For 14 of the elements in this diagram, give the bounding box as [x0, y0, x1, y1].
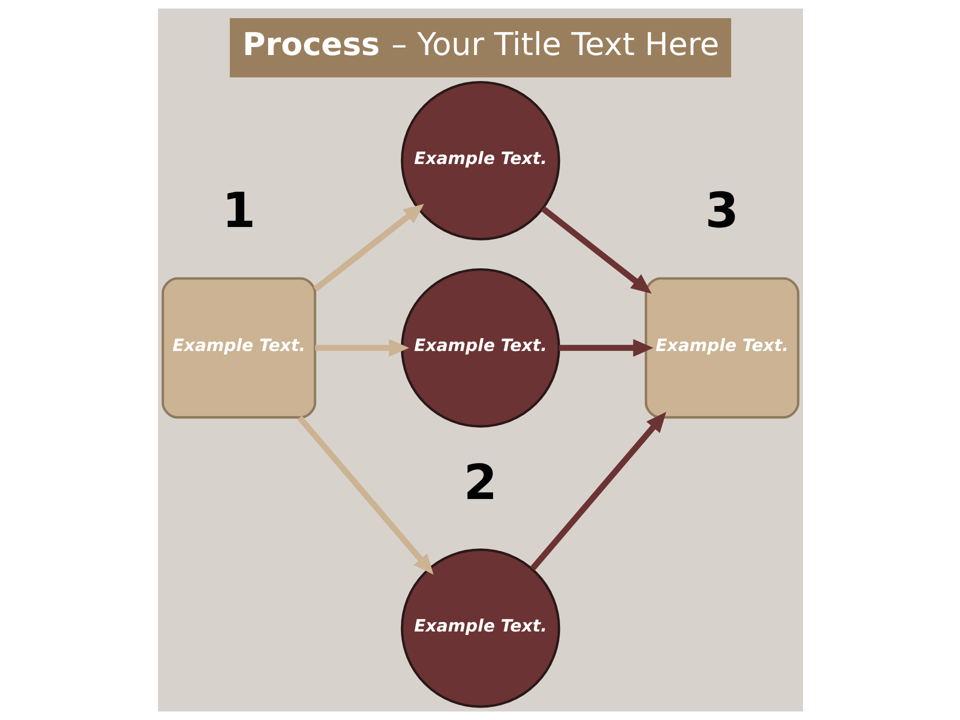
- arrow: [558, 339, 653, 357]
- node-label: 1: [222, 183, 256, 240]
- node-box: Example Text.: [161, 277, 316, 419]
- arrow: [314, 339, 409, 357]
- node-label: 3: [704, 183, 738, 240]
- node-box: Example Text.: [644, 277, 799, 419]
- arrow: [312, 204, 424, 292]
- diagram-title: Process – Your Title Text Here: [242, 26, 719, 63]
- arrow: [296, 416, 434, 575]
- arrow: [540, 206, 652, 294]
- node-circle: Example Text.: [400, 268, 560, 428]
- label: 2: [463, 454, 497, 511]
- arrow: [530, 412, 666, 571]
- node-circle: Example Text.: [400, 548, 560, 708]
